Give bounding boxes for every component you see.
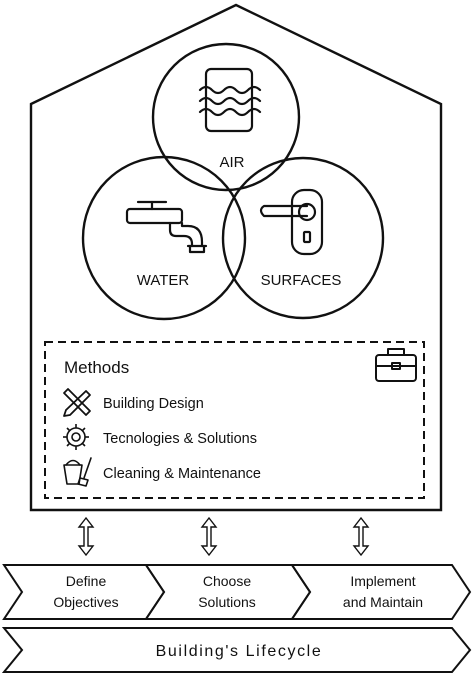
ruler-pencil-icon xyxy=(63,388,91,417)
air-vent-icon xyxy=(198,67,262,133)
method-item-building-design: Building Design xyxy=(103,396,204,412)
toolbox-icon xyxy=(375,348,417,382)
step-implement-line2: and Maintain xyxy=(343,594,423,610)
step-define-line2: Objectives xyxy=(53,594,118,610)
lifecycle-label: Building's Lifecycle xyxy=(156,643,323,660)
step-implement-line1: Implement xyxy=(350,573,415,589)
water-label: WATER xyxy=(137,272,190,289)
step-define-line1: Define xyxy=(66,573,107,589)
double-arrow-2 xyxy=(200,516,218,557)
surfaces-circle xyxy=(221,156,385,320)
method-item-cleaning: Cleaning & Maintenance xyxy=(103,466,261,482)
step-choose-line1: Choose xyxy=(203,573,251,589)
step-chevron-implement xyxy=(290,564,472,620)
water-circle xyxy=(81,155,247,321)
air-label: AIR xyxy=(219,154,244,171)
house-outline xyxy=(29,3,443,512)
methods-box xyxy=(44,341,425,499)
step-choose-line2: Solutions xyxy=(198,594,256,610)
gear-chip-icon xyxy=(63,424,89,450)
faucet-icon xyxy=(125,200,208,254)
bucket-broom-icon xyxy=(63,457,92,487)
door-handle-icon xyxy=(259,188,324,256)
double-arrow-1 xyxy=(77,516,95,557)
air-circle xyxy=(151,42,301,192)
double-arrow-3 xyxy=(352,516,370,557)
lifecycle-chevron xyxy=(1,627,472,673)
methods-title: Methods xyxy=(64,358,129,377)
method-item-technologies: Tecnologies & Solutions xyxy=(103,431,257,447)
surfaces-label: SURFACES xyxy=(261,272,342,289)
